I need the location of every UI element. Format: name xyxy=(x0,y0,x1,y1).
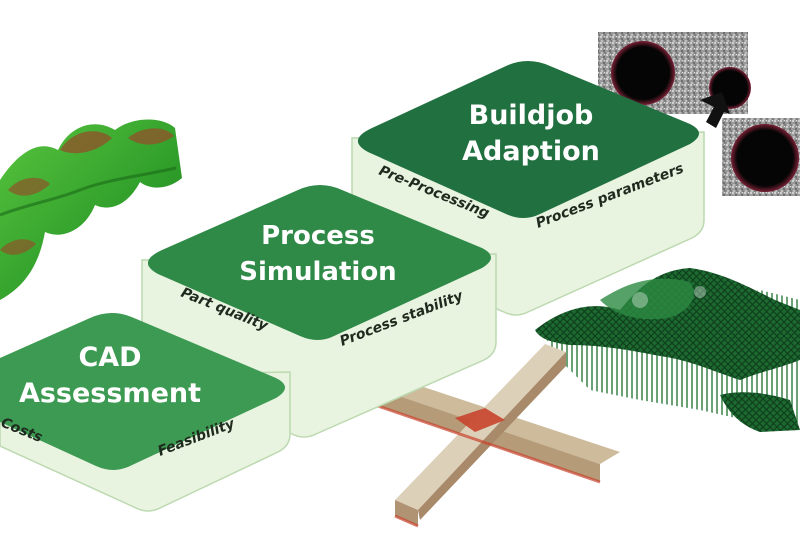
step-buildjob-adaption-title-line2: Adaption xyxy=(462,136,600,167)
lattice-part-illustration xyxy=(535,268,800,432)
step-process-simulation-title-line1: Process xyxy=(261,221,375,251)
step-process-simulation-title-line2: Simulation xyxy=(239,257,396,287)
step-buildjob-adaption-top xyxy=(357,61,699,218)
arrow-down-right-icon xyxy=(700,92,730,128)
step-process-simulation-top xyxy=(147,185,491,340)
step-cad-assessment-title-line2: Assessment xyxy=(19,378,201,409)
step-cad-assessment-title-line1: CAD xyxy=(78,342,141,373)
step-cad-assessment: CAD Assessment Costs Feasibility xyxy=(0,313,291,512)
ct-scan-images xyxy=(598,32,800,196)
cad-part-illustration xyxy=(0,119,182,300)
step-cad-assessment-top xyxy=(0,313,285,470)
step-buildjob-adaption-title-line1: Buildjob xyxy=(469,100,594,131)
